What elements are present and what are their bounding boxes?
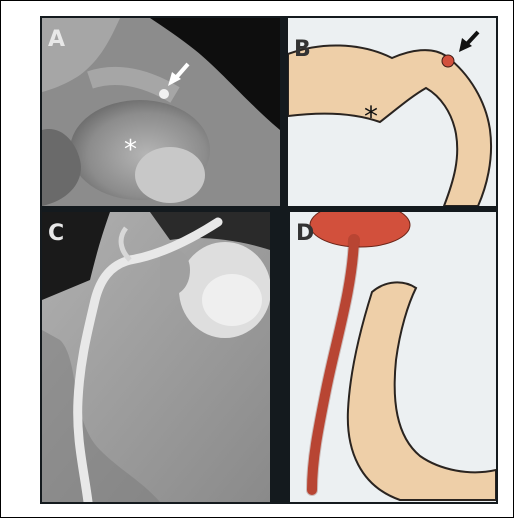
panel-a: * A — [42, 18, 280, 206]
panel-b: * B — [288, 18, 496, 206]
panel-c: C — [42, 212, 271, 502]
vessel-dot-b — [442, 55, 454, 67]
panel-label-b: B — [294, 37, 311, 62]
panel-label-c: C — [48, 221, 64, 246]
panel-label-a: A — [48, 27, 65, 52]
vessel-dot-a — [159, 89, 169, 99]
panel-d: D — [290, 203, 496, 502]
panel-label-d: D — [296, 221, 314, 246]
asterisk-a: * — [124, 135, 137, 165]
asterisk-b: * — [364, 100, 378, 133]
